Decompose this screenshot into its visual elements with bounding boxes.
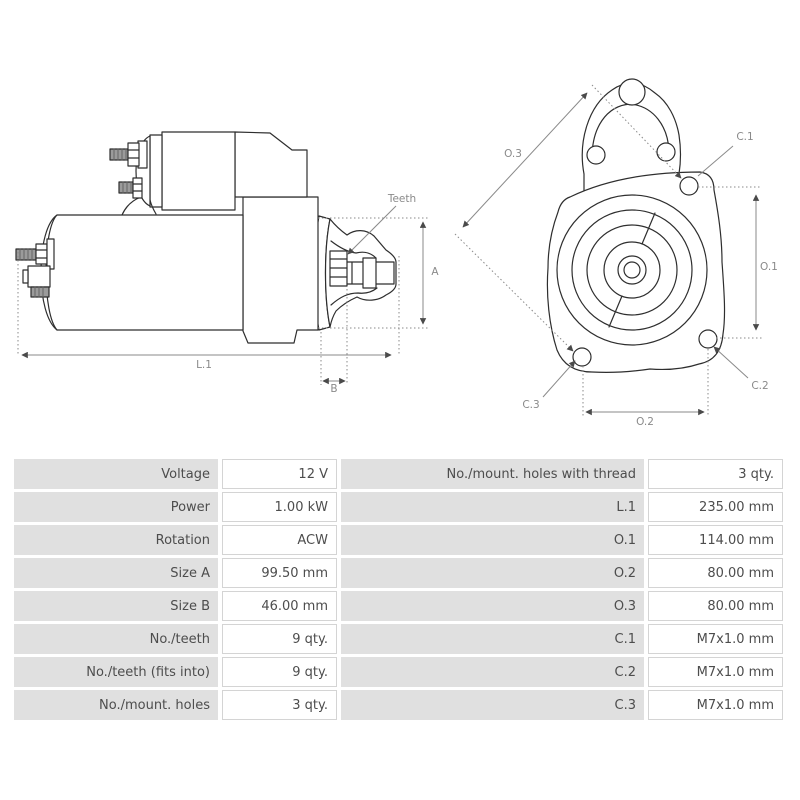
o3-axis-upper-dotted	[591, 84, 682, 179]
solenoid-right-terminal	[656, 142, 676, 162]
c1-leader-line	[697, 145, 734, 177]
spec-value: ACW	[222, 525, 337, 555]
face-ring-3	[586, 224, 678, 316]
spec-label: Rotation	[14, 525, 218, 555]
spec-label: Power	[14, 492, 218, 522]
spec-value: 46.00 mm	[222, 591, 337, 621]
spec-label: C.1	[341, 624, 644, 654]
spec-label: C.2	[341, 657, 644, 687]
rear-stud-plate	[46, 238, 55, 270]
solenoid-stud-upper-thread	[109, 148, 129, 161]
spec-value: 9 qty.	[222, 624, 337, 654]
spec-label: Voltage	[14, 459, 218, 489]
dim-label-l1: L.1	[196, 359, 212, 371]
teeth-label: Teeth	[387, 193, 416, 205]
spec-value: M7x1.0 mm	[648, 657, 783, 687]
solenoid-body	[161, 131, 236, 211]
dim-label-c1: C.1	[736, 131, 753, 143]
spec-label: No./teeth	[14, 624, 218, 654]
drive-end-housing	[324, 218, 397, 328]
drive-bracket-block	[242, 196, 319, 344]
spec-value: M7x1.0 mm	[648, 624, 783, 654]
solenoid-stud-upper-ridges	[113, 148, 127, 161]
teeth-leader-line	[347, 205, 397, 255]
mounting-flange	[546, 171, 726, 373]
spec-label: No./mount. holes with thread	[341, 459, 644, 489]
solenoid-neck-left	[121, 196, 142, 216]
drive-end-inner-line-bottom	[330, 287, 378, 306]
drive-end-inner-line-top	[330, 240, 377, 259]
mount-hole-c2	[698, 329, 718, 349]
front-view-labels: O.3 C.1 O.1 C.2 C.3 O.2	[504, 131, 778, 428]
dim-label-a: A	[431, 266, 439, 278]
face-ring-2	[571, 209, 693, 331]
motor-body	[40, 214, 244, 331]
side-view-dimensions	[17, 205, 429, 385]
spec-value: 9 qty.	[222, 657, 337, 687]
face-outer-circle	[556, 194, 708, 346]
spec-value: 1.00 kW	[222, 492, 337, 522]
spec-value: 3 qty.	[222, 690, 337, 720]
spec-label: L.1	[341, 492, 644, 522]
mount-hole-c3	[572, 347, 592, 367]
dim-label-b: B	[330, 383, 337, 395]
solenoid-stud-upper-nut-lines	[127, 149, 140, 159]
technical-diagrams: Teeth A L.1 B	[15, 78, 778, 428]
spec-table: Voltage 12 V No./mount. holes with threa…	[14, 459, 783, 720]
o3-dimension-line	[462, 92, 588, 228]
spec-value: 80.00 mm	[648, 591, 783, 621]
dim-label-c3: C.3	[522, 399, 539, 411]
front-view-dimensions	[454, 84, 762, 416]
rear-ribbed-ridges	[34, 286, 44, 298]
mount-hole-c1	[679, 176, 699, 196]
solenoid-top-terminal	[618, 78, 646, 106]
spec-label: No./teeth (fits into)	[14, 657, 218, 687]
spec-value: 12 V	[222, 459, 337, 489]
spec-value: 3 qty.	[648, 459, 783, 489]
spec-value: 114.00 mm	[648, 525, 783, 555]
rear-stud-nut	[35, 243, 48, 265]
dim-label-c2: C.2	[751, 380, 768, 392]
rear-block-tab	[22, 269, 29, 284]
spec-value: 99.50 mm	[222, 558, 337, 588]
rear-stud-thread	[15, 248, 37, 261]
dim-label-o3: O.3	[504, 148, 522, 160]
rear-block	[27, 265, 51, 288]
spec-label: Size A	[14, 558, 218, 588]
yoke-step	[234, 131, 308, 198]
solenoid-neck-right	[149, 199, 157, 215]
spec-value: 80.00 mm	[648, 558, 783, 588]
c3-leader-line	[542, 360, 576, 398]
spec-value: M7x1.0 mm	[648, 690, 783, 720]
dim-label-o2: O.2	[636, 416, 654, 428]
side-view-labels: Teeth A L.1 B	[196, 193, 439, 395]
spec-label: No./mount. holes	[14, 690, 218, 720]
spec-value: 235.00 mm	[648, 492, 783, 522]
shaft-collar	[362, 257, 377, 289]
rear-ribbed-fitting	[30, 286, 50, 298]
solenoid-stud-upper-nut	[127, 142, 140, 167]
face-radial-line-bottom	[608, 295, 623, 328]
face-radial-line-top	[641, 212, 656, 245]
spec-label: O.2	[341, 558, 644, 588]
solenoid-stud-lower-nut	[132, 177, 143, 199]
front-view-drawing	[546, 78, 726, 373]
side-view-drawing	[15, 131, 397, 344]
shaft-circle	[617, 255, 647, 285]
dim-label-o1: O.1	[760, 261, 778, 273]
spec-label: O.1	[341, 525, 644, 555]
rear-stud-nut-lines	[35, 249, 48, 259]
rear-stud-thread-ridges	[19, 248, 33, 261]
solenoid-stud-lower-ridges	[122, 181, 132, 194]
solenoid-ring	[149, 134, 163, 208]
c2-leader-line	[713, 346, 749, 379]
face-hub	[603, 241, 661, 299]
solenoid-left-terminal	[586, 145, 606, 165]
spec-label: Size B	[14, 591, 218, 621]
solenoid-stud-lower-nut-lines	[132, 183, 143, 192]
spec-label: C.3	[341, 690, 644, 720]
spec-label: O.3	[341, 591, 644, 621]
shaft-bore	[623, 261, 641, 279]
pinion-teeth-lines	[329, 258, 348, 278]
